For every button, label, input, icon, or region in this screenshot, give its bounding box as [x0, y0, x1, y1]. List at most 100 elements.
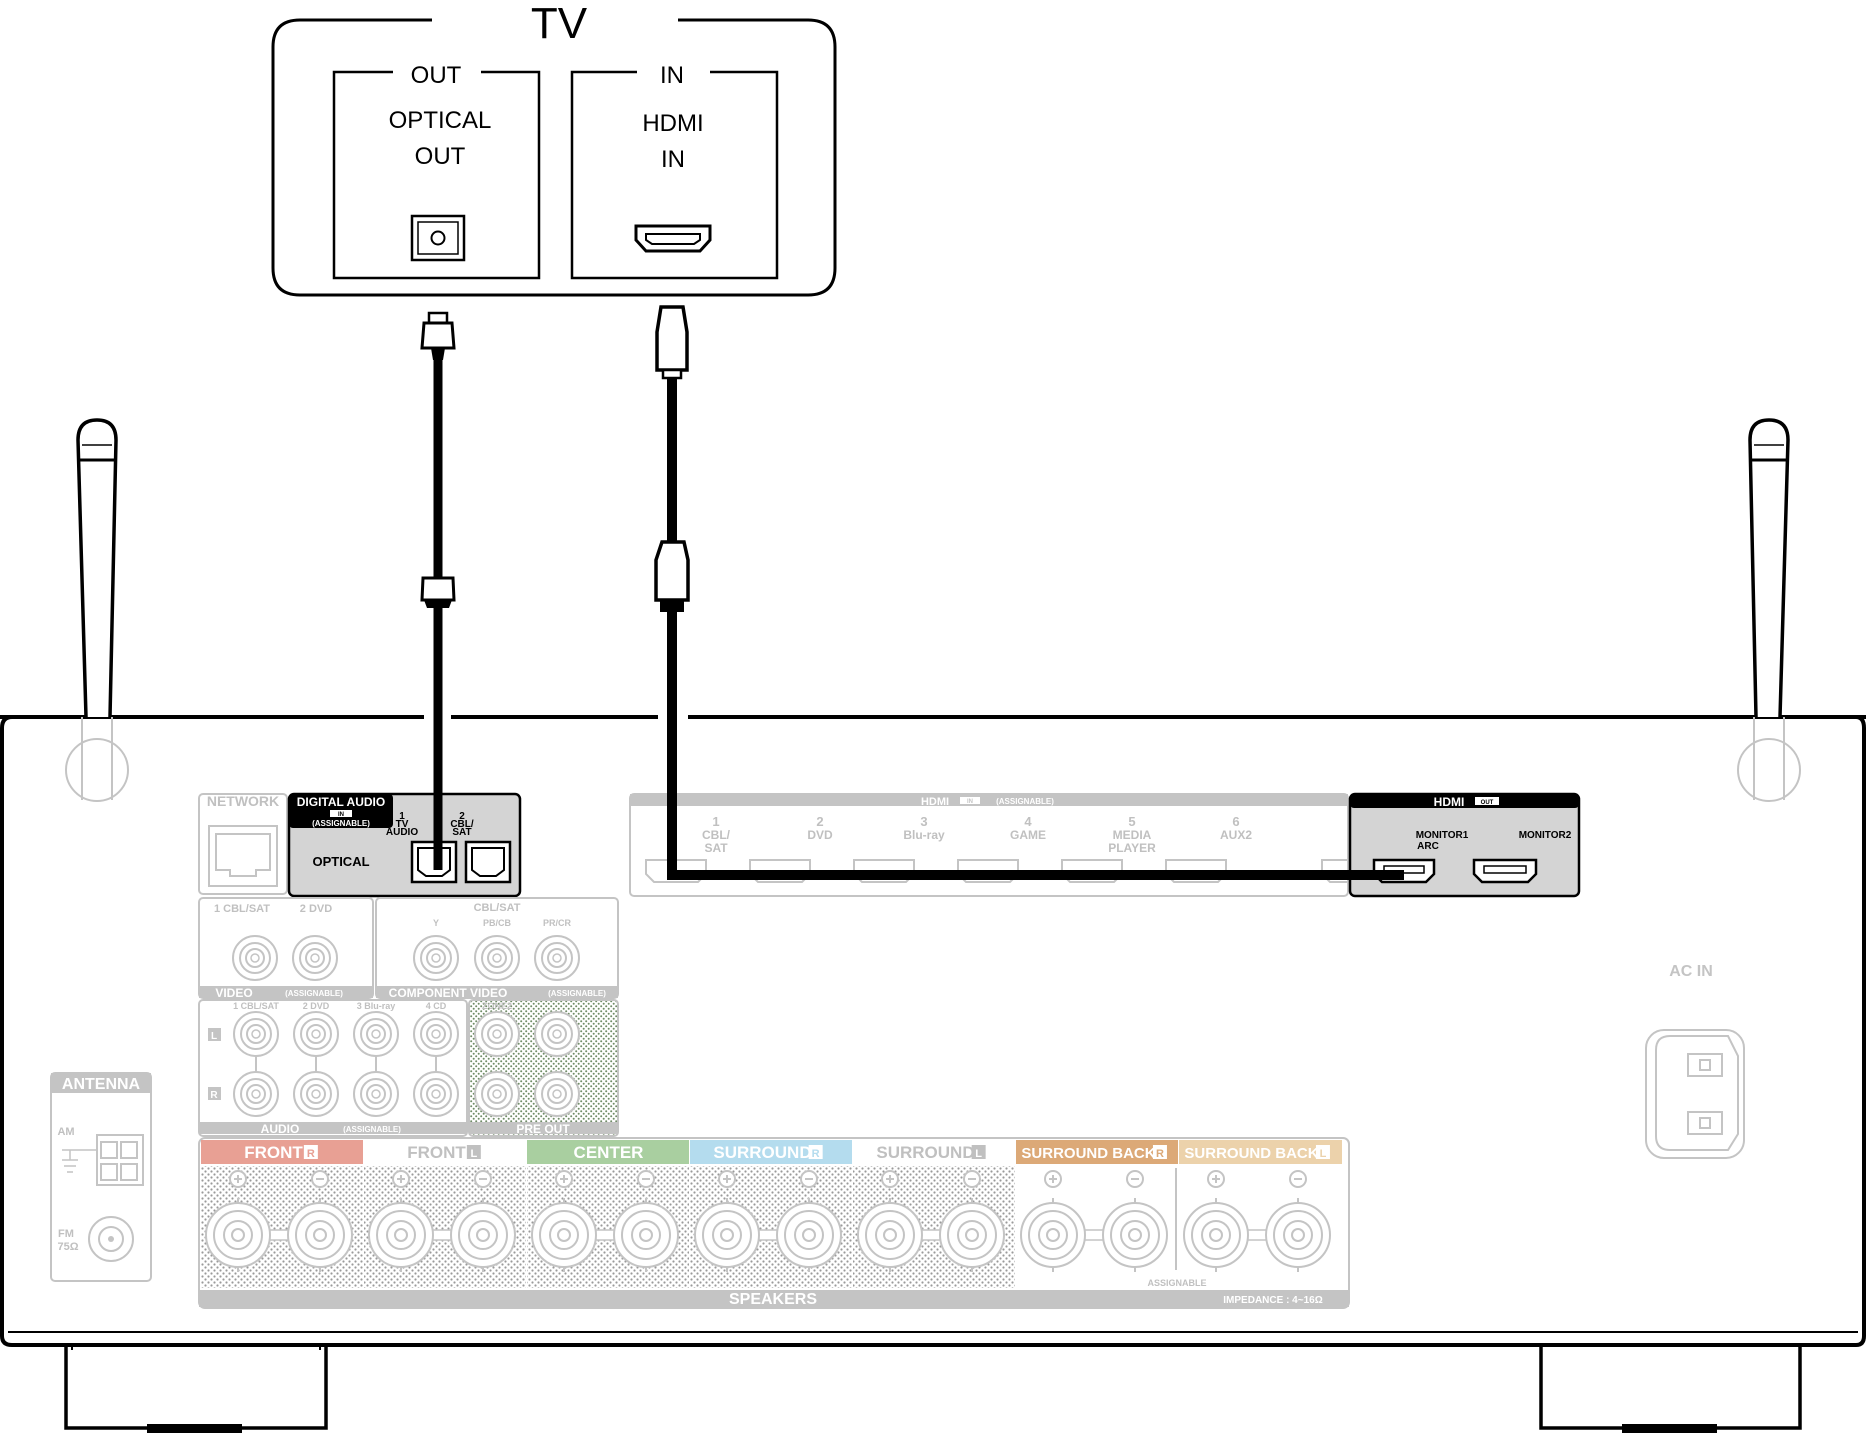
- audio-in-panel: 1 CBL/SAT 2 DVD 3 Blu-ray 4 CD L R AUDIO…: [198, 999, 468, 1137]
- speaker-channel-label: SURROUND BACK: [1184, 1145, 1318, 1162]
- preout-jack-l: [534, 1011, 580, 1057]
- optical-2-label-2: SAT: [452, 827, 471, 838]
- terminal-positive: [857, 1198, 923, 1272]
- optical-1-num: 1: [399, 811, 405, 822]
- hdmi-input-label: CBL/: [702, 828, 731, 842]
- speaker-header: [853, 1140, 1016, 1164]
- hdmi-in-badge: IN: [967, 799, 973, 805]
- tv-unit: TV OUT OPTICAL OUT IN HDMI IN: [271, 0, 837, 297]
- hdmi-input-number: 6: [1232, 814, 1239, 829]
- terminal-negative: [1265, 1198, 1331, 1272]
- speaker-side-label: R: [1156, 1148, 1164, 1160]
- audio-jack-l-3: [353, 1011, 399, 1057]
- monitor2-label: MONITOR2: [1519, 830, 1572, 841]
- speaker-side-badge: [808, 1145, 823, 1159]
- hdmi-out-panel: HDMI OUT MONITOR1 ARC MONITOR2: [1348, 792, 1581, 898]
- am-label: AM: [57, 1126, 74, 1138]
- tv-hdmi-label-2: IN: [661, 146, 685, 173]
- optical-2-label-1: CBL/: [450, 819, 474, 830]
- terminal-negative: [776, 1198, 842, 1272]
- audio-in-label-2: 2 DVD: [303, 1001, 330, 1011]
- hdmi-input-number: 1: [712, 814, 719, 829]
- audio-r-label: R: [210, 1090, 218, 1101]
- optical-1-label-1: TV: [396, 819, 409, 830]
- video-jack-2: [292, 935, 338, 981]
- pre-out-label: PRE OUT: [516, 1122, 570, 1136]
- speaker-side-label: L: [975, 1148, 982, 1160]
- speaker-header: [1016, 1140, 1179, 1164]
- speaker-side-badge: [1152, 1145, 1167, 1159]
- audio-jack-l-2: [293, 1011, 339, 1057]
- zone2-jack-r: [474, 1071, 520, 1117]
- ac-in-label: AC IN: [1669, 963, 1713, 980]
- component-video-label: COMPONENT VIDEO: [389, 986, 508, 1000]
- terminal-positive: [368, 1198, 434, 1272]
- pre-out-jacks: [474, 1011, 580, 1117]
- zone2-label: ZONE2: [482, 1001, 512, 1011]
- speaker-channel-label: SURROUND: [876, 1143, 974, 1162]
- right-antenna: [1737, 418, 1801, 802]
- hdmi-input-number: 3: [920, 814, 927, 829]
- polarity-sign: [560, 1175, 568, 1183]
- speaker-side-label: R: [307, 1148, 315, 1160]
- audio-l-label: L: [211, 1031, 217, 1042]
- digital-audio-panel: DIGITAL AUDIO IN (ASSIGNABLE) OPTICAL 1 …: [287, 792, 522, 898]
- speaker-header: [201, 1140, 364, 1164]
- component-jack-y: [413, 935, 459, 981]
- video-jacks: [232, 935, 338, 981]
- component-jack-pr: [534, 935, 580, 981]
- digital-audio-in-badge: IN: [338, 812, 344, 818]
- tv-optical-label-1: OPTICAL: [389, 107, 492, 134]
- polarity-sign: [1049, 1175, 1057, 1183]
- pre-out-panel: ZONE2 PRE OUT: [468, 999, 619, 1137]
- speaker-channel-label: SURROUND: [713, 1143, 811, 1162]
- hdmi-input-label: DVD: [807, 828, 833, 842]
- hdmi-in-panel: HDMI IN (ASSIGNABLE) 1CBL/SAT2DVD3Blu-ra…: [629, 793, 1383, 897]
- audio-assignable: (ASSIGNABLE): [343, 1125, 401, 1134]
- tv-title: TV: [531, 0, 588, 48]
- tv-out-label: OUT: [411, 62, 462, 89]
- hdmi-input-label-2: SAT: [704, 841, 728, 855]
- hdmi-input-label: GAME: [1010, 828, 1046, 842]
- hdmi-input-number: 5: [1128, 814, 1135, 829]
- speaker-side-badge: [1315, 1145, 1330, 1159]
- hdmi-input-label-2: PLAYER: [1108, 841, 1156, 855]
- optical-2-num: 2: [459, 811, 465, 822]
- tv-hdmi-label-1: HDMI: [642, 110, 703, 137]
- speaker-group-1: FRONT R: [201, 1140, 365, 1288]
- speaker-side-label: L: [1320, 1148, 1327, 1160]
- component-pb-label: PB/CB: [483, 918, 512, 928]
- audio-jack-r-2: [293, 1071, 339, 1117]
- antenna-label: ANTENNA: [62, 1076, 141, 1093]
- terminal-positive: [1020, 1198, 1086, 1272]
- tv-in-label: IN: [660, 62, 684, 89]
- terminal-negative: [287, 1198, 353, 1272]
- optical-1-label-2: AUDIO: [386, 827, 418, 838]
- hdmi-input-label: AUX2: [1220, 828, 1252, 842]
- component-jack-pb: [474, 935, 520, 981]
- preout-jack-r: [534, 1071, 580, 1117]
- speaker-channel-label: FRONT: [244, 1143, 303, 1162]
- video-in-panel: 1 CBL/SAT 2 DVD VIDEO (ASSIGNABLE): [198, 897, 374, 1000]
- optical-cable: [420, 311, 456, 870]
- component-y-label: Y: [433, 918, 439, 928]
- speaker-header: [1179, 1140, 1342, 1164]
- polarity-sign: [886, 1175, 894, 1183]
- antenna-panel: ANTENNA AM FM 75Ω: [50, 1072, 152, 1282]
- hdmi-out-label: HDMI: [1434, 795, 1465, 809]
- network-port: NETWORK: [198, 793, 288, 895]
- polarity-sign: [397, 1175, 405, 1183]
- polarity-sign: [1212, 1175, 1220, 1183]
- hdmi-input-label: Blu-ray: [903, 828, 945, 842]
- hdmi-in-label: HDMI: [921, 796, 949, 808]
- speaker-channel-label: SURROUND BACK: [1021, 1145, 1155, 1162]
- ac-inlet: AC IN: [1645, 963, 1745, 1159]
- terminal-negative: [613, 1198, 679, 1272]
